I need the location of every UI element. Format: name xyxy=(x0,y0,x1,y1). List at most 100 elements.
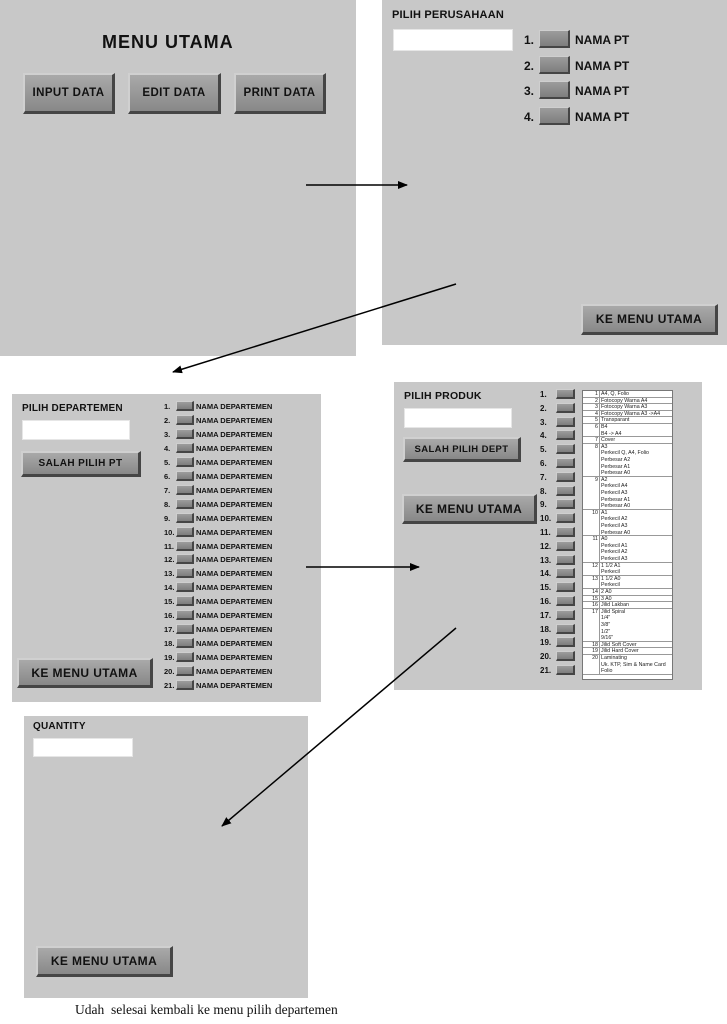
departemen-number: 5. xyxy=(164,457,171,467)
departemen-number: 12. xyxy=(164,555,175,565)
produk-select-button[interactable] xyxy=(556,540,575,551)
produk-table-line: Fotocopy Warna A3 ->A4 xyxy=(601,410,661,417)
departemen-select-button[interactable] xyxy=(176,484,194,495)
produk-select-button[interactable] xyxy=(556,389,575,399)
produk-number: 15. xyxy=(540,583,552,593)
departemen-label: NAMA DEPARTEMEN xyxy=(196,485,273,495)
departemen-select-button[interactable] xyxy=(176,624,194,635)
departemen-select-button[interactable] xyxy=(176,442,194,453)
print-data-button[interactable]: PRINT DATA xyxy=(234,73,326,114)
produk-table-number: 18 xyxy=(583,641,600,648)
produk-select-button[interactable] xyxy=(556,499,575,510)
departemen-select-button[interactable] xyxy=(176,582,194,593)
departemen-select-button[interactable] xyxy=(176,470,194,481)
departemen-number: 2. xyxy=(164,415,171,425)
produk-table-line: A4, Q, Folio xyxy=(601,391,629,397)
produk-table-number: 11 xyxy=(583,536,600,562)
produk-input[interactable] xyxy=(404,408,512,428)
produk-table-number: 13 xyxy=(583,575,600,588)
departemen-select-button[interactable] xyxy=(176,568,194,579)
departemen-select-button[interactable] xyxy=(176,680,194,690)
departemen-select-button[interactable] xyxy=(176,401,194,411)
produk-table-line: Transparant xyxy=(601,417,630,424)
produk-table-line: A2 xyxy=(601,476,608,483)
departemen-select-button[interactable] xyxy=(176,596,194,607)
departemen-label: NAMA DEPARTEMEN xyxy=(196,625,273,635)
produk-table-line: Jilid Spiral xyxy=(601,608,626,615)
produk-select-button[interactable] xyxy=(556,416,575,427)
salah-pilih-dept-button[interactable]: SALAH PILIH DEPT xyxy=(403,437,521,462)
produk-select-button[interactable] xyxy=(556,665,575,675)
produk-select-button[interactable] xyxy=(556,513,575,524)
departemen-select-button[interactable] xyxy=(176,526,194,537)
departemen-select-button[interactable] xyxy=(176,428,194,439)
produk-select-button[interactable] xyxy=(556,609,575,620)
departemen-select-button[interactable] xyxy=(176,610,194,621)
produk-select-button[interactable] xyxy=(556,582,575,593)
departemen-number: 13. xyxy=(164,569,175,579)
input-data-button[interactable]: INPUT DATA xyxy=(23,73,115,114)
departemen-label: NAMA DEPARTEMEN xyxy=(196,415,273,425)
produk-select-button[interactable] xyxy=(556,568,575,579)
departemen-select-button[interactable] xyxy=(176,498,194,509)
produk-select-button[interactable] xyxy=(556,471,575,482)
produk-table-line: Perkecil A3 xyxy=(601,555,628,562)
produk-select-button[interactable] xyxy=(556,554,575,565)
perusahaan-input[interactable] xyxy=(393,29,513,51)
produk-select-button[interactable] xyxy=(556,623,575,634)
ke-menu-utama-button[interactable]: KE MENU UTAMA xyxy=(17,658,153,688)
quantity-input[interactable] xyxy=(33,738,133,757)
produk-select-button[interactable] xyxy=(556,458,575,468)
produk-select-button[interactable] xyxy=(556,527,575,537)
departemen-select-button[interactable] xyxy=(176,512,194,523)
produk-table-line: B4 xyxy=(601,424,608,430)
produk-table-line: Perbesar A2 xyxy=(601,456,631,463)
departemen-select-button[interactable] xyxy=(176,666,194,677)
pt-select-button[interactable] xyxy=(539,30,570,48)
departemen-select-button[interactable] xyxy=(176,554,194,565)
departemen-input[interactable] xyxy=(22,420,130,440)
produk-select-button[interactable] xyxy=(556,596,575,606)
pt-label: NAMA PT xyxy=(575,84,630,98)
produk-number: 10. xyxy=(540,514,552,524)
produk-table-line: Uk. KTP, Sim & Name Card xyxy=(601,661,666,668)
quantity-panel: QUANTITY KE MENU UTAMA xyxy=(24,716,308,998)
departemen-select-button[interactable] xyxy=(176,638,194,649)
produk-select-button[interactable] xyxy=(556,637,575,648)
produk-select-button[interactable] xyxy=(556,402,575,413)
edit-data-button[interactable]: EDIT DATA xyxy=(128,73,221,114)
produk-select-button[interactable] xyxy=(556,651,575,662)
ke-menu-utama-button[interactable]: KE MENU UTAMA xyxy=(402,494,537,524)
pt-select-button[interactable] xyxy=(539,107,570,125)
departemen-label: NAMA DEPARTEMEN xyxy=(196,499,273,509)
pt-select-button[interactable] xyxy=(539,56,570,74)
produk-table-text: 2 A0 xyxy=(601,589,672,596)
produk-select-button[interactable] xyxy=(556,430,575,441)
departemen-select-button[interactable] xyxy=(176,456,194,467)
ke-menu-utama-button[interactable]: KE MENU UTAMA xyxy=(36,946,173,977)
produk-select-button[interactable] xyxy=(556,485,575,496)
produk-select-button[interactable] xyxy=(556,444,575,455)
departemen-select-button[interactable] xyxy=(176,414,194,425)
departemen-select-button[interactable] xyxy=(176,540,194,551)
departemen-select-button[interactable] xyxy=(176,652,194,663)
departemen-number: 4. xyxy=(164,443,171,453)
departemen-number: 18. xyxy=(164,639,175,649)
produk-table-number: 6 xyxy=(583,424,600,437)
pt-number: 4. xyxy=(524,110,535,124)
salah-pilih-pt-button[interactable]: SALAH PILIH PT xyxy=(21,451,141,477)
ke-menu-utama-button[interactable]: KE MENU UTAMA xyxy=(581,304,718,335)
produk-table-line: Folio xyxy=(601,668,613,675)
departemen-label: NAMA DEPARTEMEN xyxy=(196,653,273,663)
pt-select-button[interactable] xyxy=(539,81,570,99)
produk-table-line: 2 A0 xyxy=(601,589,612,595)
produk-table-line: Perkecil A3 xyxy=(601,489,628,496)
